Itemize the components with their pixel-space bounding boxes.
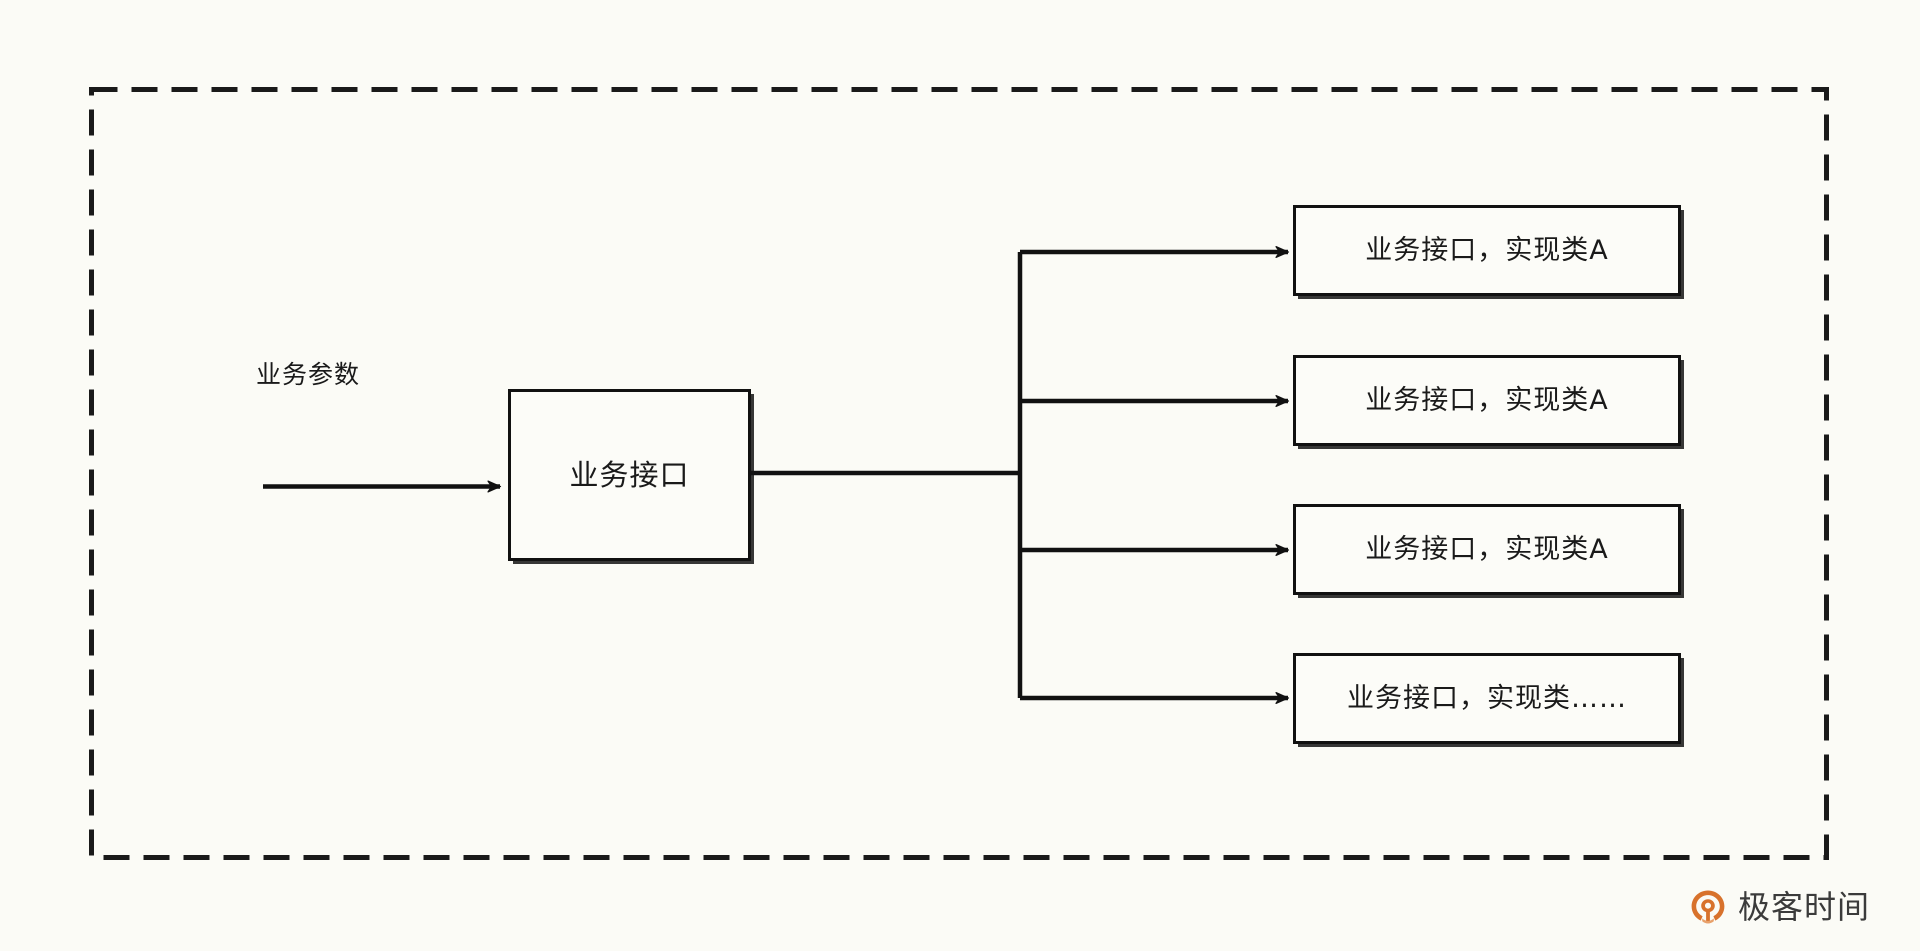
geektime-logo-icon xyxy=(1691,890,1725,924)
watermark: 极客时间 xyxy=(1688,884,1870,930)
node-implementation-3[interactable]: 业务接口，实现类A xyxy=(1293,504,1681,595)
dashed-container-border xyxy=(89,87,1829,860)
node-implementation-1[interactable]: 业务接口，实现类A xyxy=(1293,205,1681,296)
node-implementation-2-label: 业务接口，实现类A xyxy=(1365,385,1609,416)
node-business-interface-label: 业务接口 xyxy=(569,457,690,492)
input-edge-label: 业务参数 xyxy=(256,360,361,389)
node-business-interface[interactable]: 业务接口 xyxy=(508,389,751,561)
node-implementation-4-label: 业务接口，实现类…… xyxy=(1347,683,1627,714)
watermark-text: 极客时间 xyxy=(1738,888,1871,926)
node-implementation-1-label: 业务接口，实现类A xyxy=(1365,235,1609,266)
node-implementation-3-label: 业务接口，实现类A xyxy=(1365,534,1609,565)
node-implementation-2[interactable]: 业务接口，实现类A xyxy=(1293,355,1681,446)
node-implementation-4[interactable]: 业务接口，实现类…… xyxy=(1293,653,1681,744)
